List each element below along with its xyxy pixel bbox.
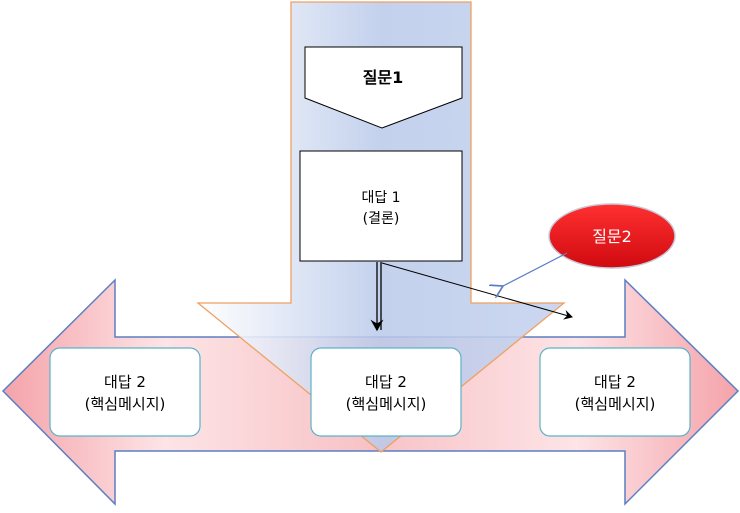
answer2-center-line2: (핵심메시지) bbox=[346, 395, 427, 413]
answer2-box-center: 대답 2 (핵심메시지) bbox=[310, 347, 462, 437]
answer2-left-line2: (핵심메시지) bbox=[85, 395, 166, 413]
answer2-box-left: 대답 2 (핵심메시지) bbox=[49, 347, 201, 437]
answer1-line1: 대답 1 bbox=[361, 190, 400, 206]
question2-pointer-line bbox=[503, 252, 568, 286]
answer1-line2: (결론) bbox=[363, 211, 400, 227]
answer2-center-line1: 대답 2 bbox=[365, 373, 407, 391]
question2-ellipse bbox=[548, 203, 676, 269]
answer2-left-line1: 대답 2 bbox=[104, 373, 146, 391]
answer2-right-line1: 대답 2 bbox=[594, 373, 636, 391]
answer1-box bbox=[299, 150, 463, 262]
question1-label: 질문1 bbox=[363, 68, 404, 87]
diagonal-arrow-line bbox=[381, 262, 573, 320]
question1-pentagon bbox=[304, 46, 463, 129]
answer2-right-line2: (핵심메시지) bbox=[575, 395, 656, 413]
answer2-box-right: 대답 2 (핵심메시지) bbox=[539, 347, 691, 437]
question2-label: 질문2 bbox=[592, 227, 632, 246]
